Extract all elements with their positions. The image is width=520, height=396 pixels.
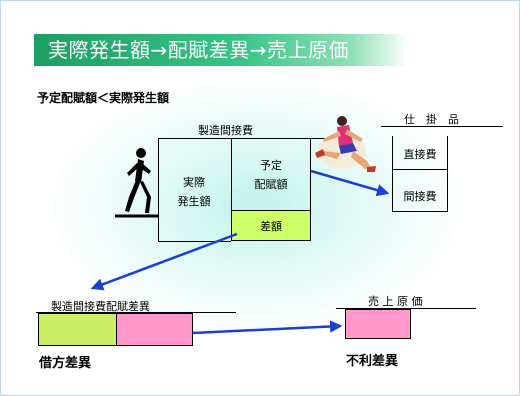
difference-box — [231, 210, 311, 241]
overhead-account-left-edge — [158, 138, 159, 241]
runner-clipart-icon — [315, 116, 376, 172]
slide-title: 実際発生額→配賦差異→売上原価 — [48, 38, 350, 62]
applied-amount-label-line2: 配賦額 — [254, 178, 288, 191]
unfavorable-variance-label: 不利差異 — [346, 354, 399, 369]
arrow-to-variance — [90, 232, 238, 291]
arrow-to-cogs — [192, 320, 343, 335]
cogs-account-title: 売 上 原 価 — [368, 295, 423, 308]
variance-pink-bar — [116, 313, 193, 346]
wip-account-topline — [381, 126, 503, 127]
wip-debit-box — [392, 136, 448, 212]
applied-amount-label-line1: 予定 — [260, 159, 282, 172]
arrow-to-wip — [310, 169, 390, 197]
wip-indirect-cost-label: 間接費 — [403, 190, 437, 203]
title-bar — [34, 34, 408, 66]
runner-silhouette-icon — [115, 148, 159, 218]
actual-amount-label-line2: 発生額 — [177, 195, 211, 208]
wip-debit-divider — [392, 169, 448, 170]
applied-amount-box — [231, 138, 311, 210]
cogs-account-topline — [336, 308, 476, 309]
slide-subtitle: 予定配賦額＜実際発生額 — [37, 91, 170, 105]
variance-account-title: 製造間接費配賦差異 — [51, 300, 150, 313]
difference-label: 差額 — [260, 220, 282, 233]
actual-amount-label-line1: 実際 — [183, 176, 205, 189]
variance-account-topline — [36, 312, 236, 313]
overhead-account-bottomline — [158, 241, 231, 242]
wip-direct-cost-label: 直接費 — [403, 148, 437, 161]
overhead-account-title: 製造間接費 — [198, 124, 253, 137]
cogs-pink-bar — [345, 309, 411, 339]
wip-account-title: 仕 掛 品 — [404, 113, 459, 126]
debit-variance-label: 借方差異 — [39, 356, 92, 371]
